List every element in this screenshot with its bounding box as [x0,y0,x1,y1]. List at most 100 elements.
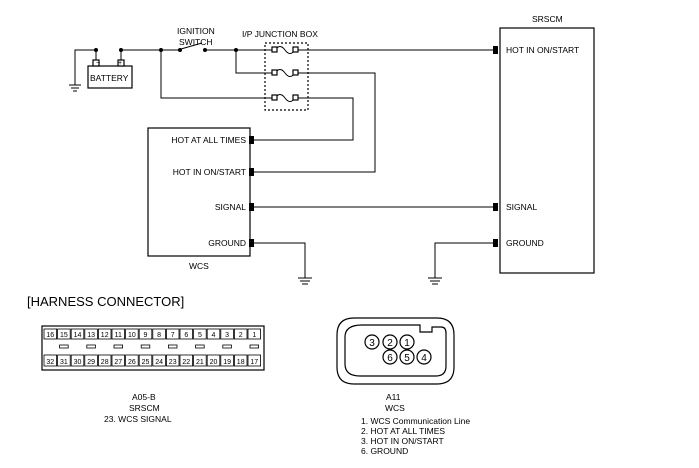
wcs-pin-hot-always [249,136,254,144]
a05b-pin-label: 3 [225,332,229,339]
a05b-key-mark [195,344,205,349]
a05b-pin-label: 27 [114,359,122,366]
a05b-name: SRSCM [129,403,160,413]
wcs-pin-label: GROUND [208,238,246,248]
srscm-title: SRSCM [532,14,563,24]
a05b-pin-label: 31 [60,359,68,366]
a05b-pin-cell [193,328,207,340]
power-wiring [119,42,275,99]
a05b-pin-label: 32 [46,359,54,366]
a05b-pin-cell [247,354,262,367]
wcs-pin-label: HOT AT ALL TIMES [171,135,246,145]
a05b-pin-label: 7 [171,332,175,339]
battery-neg-label: − [96,60,100,67]
a05b-pin-label: 5 [198,332,202,339]
ignition-switch-label-2: SWITCH [179,37,213,47]
srscm-pin-hot [493,46,498,54]
wcs-module: WCS HOT AT ALL TIMES HOT IN ON/START SIG… [147,127,254,271]
a05b-pin-cell [165,354,180,367]
a05b-pin-cell [125,354,139,367]
wcs-pin-signal [249,203,254,211]
a05b-key-mark [140,344,151,349]
a05b-pin-cell [206,354,221,367]
srscm-ground [428,242,493,285]
wcs-box [147,127,251,257]
ignition-switch-label-1: IGNITION [177,26,215,36]
a05b-pin-cell [70,328,85,340]
a05b-code: A05-B [132,392,156,402]
wcs-pin-label: SIGNAL [215,202,246,212]
a05b-pin-cell [98,354,112,367]
a05b-pin-label: 28 [101,359,109,366]
a05b-pin-label: 16 [46,332,54,339]
a11-pin: 6 [387,353,393,364]
a11-pin-desc: 3. HOT IN ON/START [361,436,444,446]
a05b-pin-label: 12 [101,332,109,339]
srscm-pin-signal [493,203,498,211]
wcs-ground [254,242,312,285]
srscm-pin-label: SIGNAL [506,202,537,212]
srscm-pin-ground [493,239,498,247]
a05b-pin-label: 19 [223,359,231,366]
a05b-pin-cell [57,354,71,367]
battery-ground [69,48,98,92]
fuse-2-icon [274,69,296,77]
a05b-pin-label: 22 [182,359,190,366]
a05b-pin-cell [70,354,85,367]
junction-outputs [254,49,497,173]
a05b-pin-cell [247,328,262,340]
srscm-module: SRSCM HOT IN ON/START SIGNAL GROUND [493,14,595,274]
a05b-pin-cell [111,328,126,340]
a11-pin-desc: 6. GROUND [361,446,408,456]
a05b-key-mark [113,344,124,349]
a05b-pin-desc: 23. WCS SIGNAL [104,414,172,424]
a11-pin-desc: 1. WCS Communication Line [361,416,470,426]
junction-box-label: I/P JUNCTION BOX [242,29,318,39]
a11-pin-desc: 2. HOT AT ALL TIMES [361,426,445,436]
a05b-pin-cell [43,354,58,367]
a05b-pin-cell [84,328,98,340]
a11-pin: 2 [387,338,393,349]
a05b-pin-label: 20 [210,359,218,366]
a05b-pin-label: 29 [87,359,95,366]
a05b-pin-cell [138,354,153,367]
a05b-pin-label: 9 [144,332,148,339]
a05b-pin-cell [233,354,248,367]
a05b-pin-label: 6 [184,332,188,339]
a05b-pin-label: 25 [142,359,150,366]
a05b-pin-label: 11 [115,332,122,339]
junction-box [236,42,309,111]
a05b-pin-label: 30 [74,359,82,366]
connector-a11: 3 2 1 6 5 4 [336,317,455,385]
battery-body [87,65,133,89]
a05b-pin-label: 13 [87,332,95,339]
wcs-pin-ground [249,239,254,247]
fuse-3-icon [274,94,296,102]
a05b-pin-label: 15 [60,332,68,339]
a05b-pin-cell [220,328,234,340]
srscm-pin-label: HOT IN ON/START [506,45,579,55]
a05b-pin-label: 21 [196,359,204,366]
a05b-pin-label: 10 [128,332,136,339]
a11-pin: 1 [404,338,410,349]
a05b-pin-cell [57,328,71,340]
a05b-key-mark [167,344,178,349]
a05b-pin-cell [165,328,180,340]
a05b-pin-cell [152,328,166,340]
a05b-key-mark [222,344,232,349]
a05b-pin-label: 17 [250,359,258,366]
wcs-title: WCS [189,261,209,271]
wcs-pin-label: HOT IN ON/START [173,167,246,177]
a05b-pin-cell [84,354,98,367]
a11-pin: 5 [404,353,410,364]
srscm-box [499,27,595,274]
a05b-pin-label: 23 [169,359,177,366]
a05b-pin-label: 14 [74,332,82,339]
a05b-pin-cell [179,328,194,340]
battery-label: BATTERY [90,73,129,83]
a11-name: WCS [385,403,405,413]
a11-code: A11 [386,392,401,402]
a05b-key-mark [86,344,96,349]
a05b-key-mark [249,344,260,349]
